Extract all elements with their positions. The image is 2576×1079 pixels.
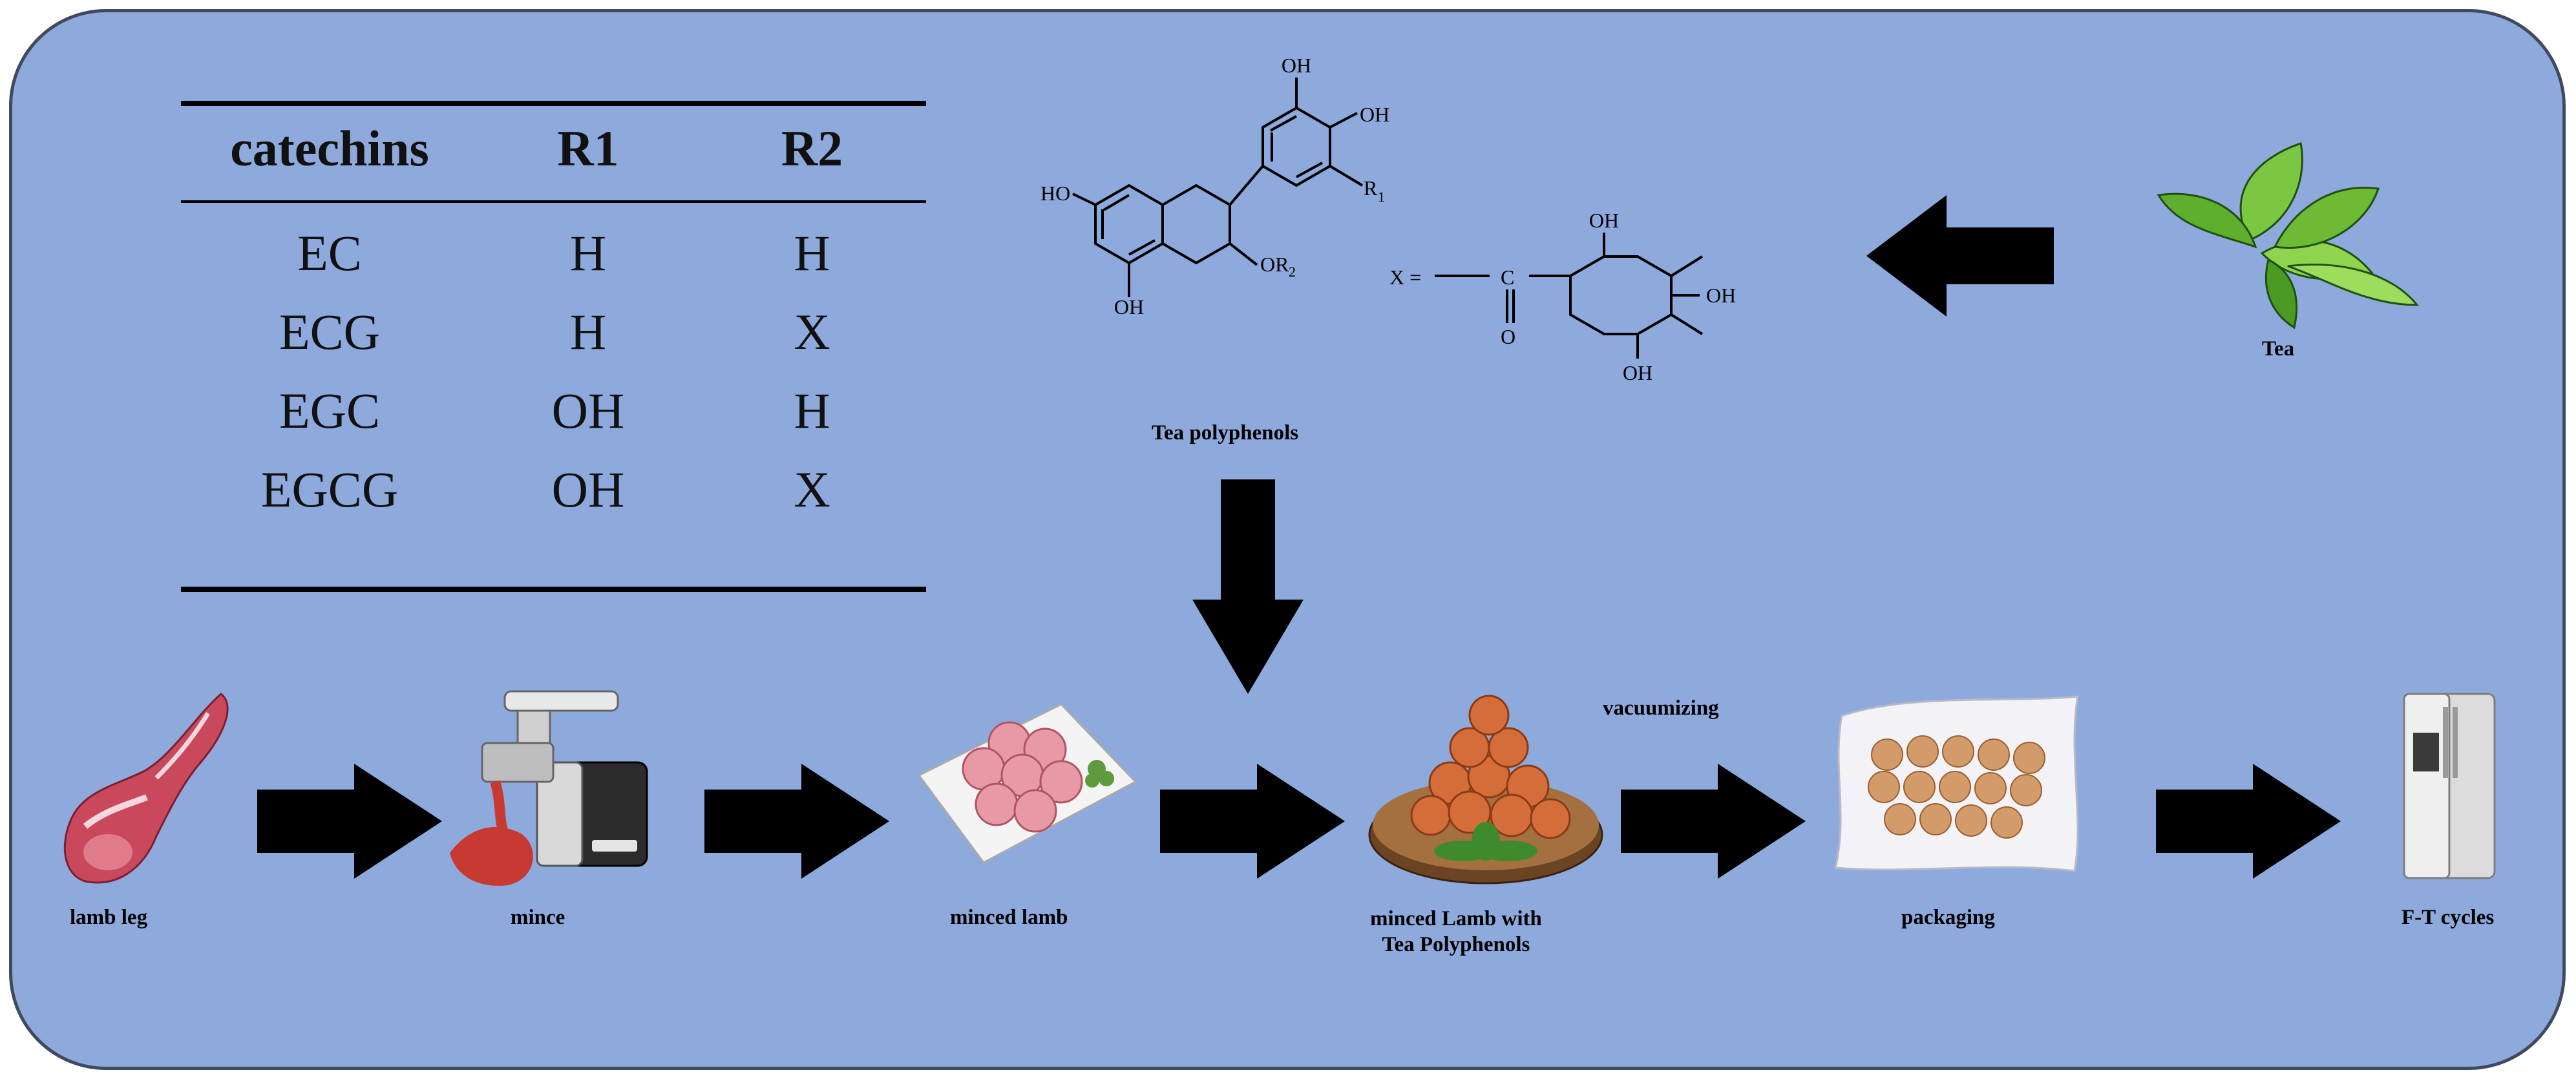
header-r2: R2 [781,120,843,176]
cell-name: EGC [279,382,380,439]
table-header-row: catechins R1 R2 [181,110,926,187]
step-minced-lamb-tea-label: minced Lamb with Tea Polyphenols [1370,906,1542,958]
table-header-rule [181,200,926,203]
cell-r2: H [794,382,830,439]
cell-r2: H [794,225,830,281]
table-top-rule [181,101,926,106]
label-oh-ring-bottom: OH [1623,361,1652,384]
tea-leaves-icon [2157,142,2420,330]
cell-r2: X [794,304,830,360]
step-ft-cycles-label: F-T cycles [2402,906,2495,929]
arrow-step-1 [257,764,442,879]
label-or2: OR [1260,253,1289,276]
table-row: ECG H X [181,293,926,371]
cell-r2: X [794,461,830,518]
label-oh-bottom: OH [1114,295,1144,319]
vacuumizing-label: vacuumizing [1603,697,1719,720]
step-lamb-leg-label: lamb leg [70,906,148,929]
table-row: EGC OH H [181,372,926,450]
cell-r1: H [569,225,607,281]
cell-r1: H [569,304,607,360]
label-c: C [1501,266,1514,289]
step-minced-lamb-label: minced lamb [950,906,1068,929]
diagram-panel [9,9,2566,1070]
step-minced-lamb-tea-label-line1: minced Lamb with [1370,907,1542,930]
arrow-step-2 [704,764,889,879]
arrow-tea-to-polyphenols [1866,195,2054,317]
step-packaging-label: packaging [1901,906,1995,929]
label-oh-top: OH [1282,54,1311,77]
cell-name: ECG [279,304,380,360]
arrow-step-4 [1621,764,1806,879]
meatballs-board-icon [1368,695,1603,885]
step-mince-label: mince [511,906,565,929]
step-minced-lamb-tea-label-line2: Tea Polyphenols [1382,933,1530,956]
tea-label: Tea [2262,337,2295,361]
arrow-polyphenols-down [1192,479,1304,694]
arrow-step-5 [2156,764,2341,879]
label-r2-sub: 2 [1289,264,1296,280]
header-catechins: catechins [230,120,429,176]
cell-r1: OH [551,461,625,518]
header-r1: R1 [557,120,619,176]
minced-lamb-plate-icon [917,703,1137,864]
refrigerator-icon [2403,693,2496,879]
table-bottom-rule [181,587,926,592]
cell-name: EC [297,225,362,281]
label-r1-sub: 1 [1378,189,1385,205]
cell-r1: OH [551,382,625,439]
arrow-step-3 [1160,764,1345,879]
label-o: O [1501,325,1515,348]
label-oh-ring-right: OH [1706,284,1736,307]
table-row: EGCG OH X [181,451,926,529]
label-x-eq: X = [1389,266,1421,289]
lamb-leg-icon [63,693,229,884]
label-oh-upper-right: OH [1360,103,1389,126]
tea-polyphenols-caption: Tea polyphenols [1152,421,1299,445]
label-ho-left: HO [1040,182,1070,205]
label-oh-ring-top: OH [1589,209,1619,232]
cell-name: EGCG [260,461,399,518]
table-row: EC H H [181,215,926,292]
meat-grinder-icon [450,690,648,886]
label-r1: R [1364,176,1378,200]
vacuum-pack-icon [1834,695,2079,872]
